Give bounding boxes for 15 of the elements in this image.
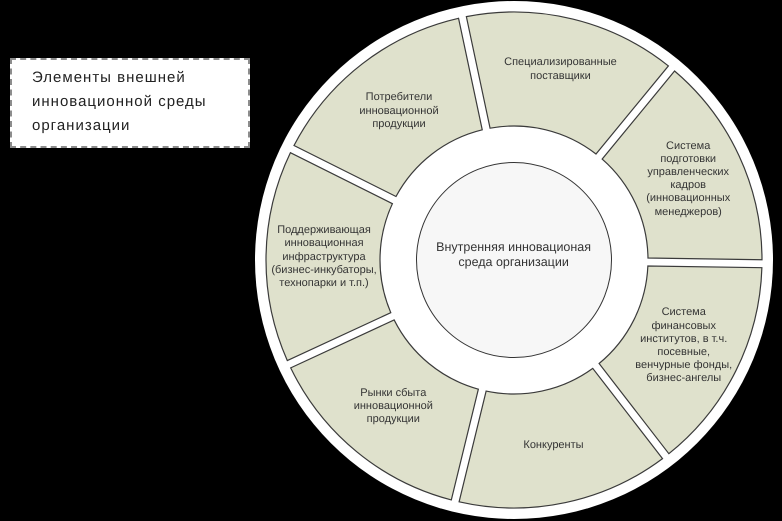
heading-text: Элементы внешней инновационной среды организации	[32, 68, 208, 136]
ring-segment	[289, 318, 480, 501]
center-label: Внутренняя инновационая среда организации	[435, 240, 592, 270]
heading-box	[10, 58, 250, 148]
ring-segment	[265, 151, 394, 362]
segment-label: Поддерживающая инновационная инфраструктура (бизнес-инкубаторы, технопарки и т.п.)	[270, 224, 378, 290]
segment-label: Система финансовых институтов, в т.ч. посевные, венчурные фонды, бизнес-ангелы	[634, 306, 733, 386]
segment-label: Специализированные поставщики	[503, 56, 618, 83]
ring-segment	[601, 70, 763, 261]
segment-label: Система подготовки управленческих кадров (инновационных менеджеров)	[645, 140, 732, 219]
segment-label: Потребители инновационной продукции	[358, 91, 440, 132]
ring-segment	[598, 265, 763, 455]
segment-label: Рынки сбыта инновационной продукции	[352, 386, 434, 427]
ring-segment	[293, 17, 484, 198]
segment-label: Конкуренты	[522, 439, 584, 452]
